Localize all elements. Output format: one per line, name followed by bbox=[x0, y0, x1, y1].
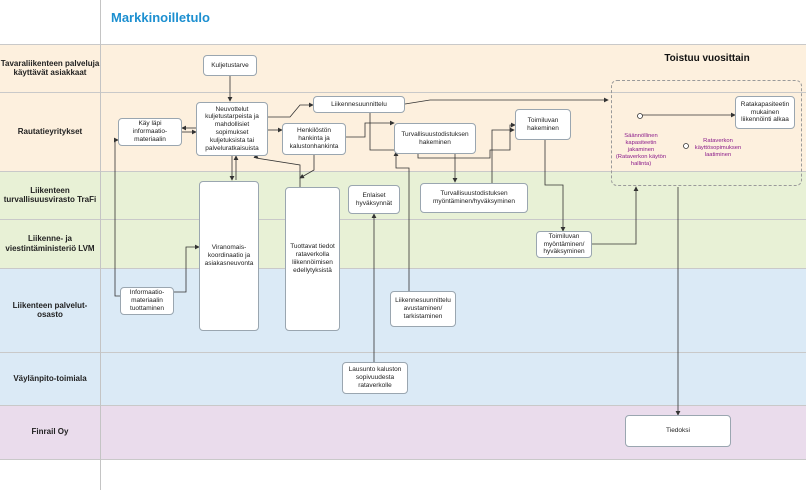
box-kuljetustarve[interactable]: Kuljetustarve bbox=[203, 55, 257, 76]
lane-customers bbox=[0, 44, 806, 93]
edge-informaatio-tuottaminen-informaatio bbox=[114, 137, 120, 297]
box-ratakapasiteetin[interactable]: Ratakapasiteetin mukainen liikennöinti a… bbox=[735, 96, 795, 129]
junction-b bbox=[683, 143, 689, 149]
recurring-group bbox=[611, 80, 802, 186]
lane-label-finrail: Finrail Oy bbox=[31, 427, 69, 437]
lane-divider bbox=[100, 0, 101, 490]
note-saannollinen: Säännöllinen kapasiteetin jakaminen (Rat… bbox=[615, 133, 667, 167]
box-henkilosto[interactable]: Henkilöstön hankinta ja kalustonhankinta bbox=[282, 123, 346, 155]
box-tiedoksi[interactable]: Tiedoksi bbox=[625, 415, 731, 447]
junction-a bbox=[637, 113, 643, 119]
box-toimiluvan-myontaminen[interactable]: Toimiluvan myöntäminen/ hyväksyminen bbox=[536, 231, 592, 258]
lane-label-customers: Tavaraliikenteen palveluja käyttävät asi… bbox=[0, 58, 100, 77]
edge-henkilosto-tuottavat bbox=[299, 155, 315, 179]
edge-henkilosto-turvallisuustodistus bbox=[346, 120, 395, 138]
edge-myontaminen-recurring bbox=[592, 186, 639, 245]
lane-label-vaylanpito: Väylänpito-toimiala bbox=[13, 373, 87, 383]
edge-informaatio-tuottaminen-viranomais bbox=[174, 244, 200, 293]
box-informaatio-tuottaminen[interactable]: Informaatio-materiaalin tuottaminen bbox=[120, 287, 174, 315]
box-enlaiset[interactable]: Enlaiset hyväksynnät bbox=[348, 185, 400, 214]
box-tuottavat[interactable]: Tuottavat tiedot rataverkolla liikennöim… bbox=[285, 187, 340, 331]
page-title: Markkinoilletulo bbox=[111, 10, 210, 25]
box-viranomais[interactable]: Viranomais-koordinaatio ja asiakasneuvon… bbox=[199, 181, 259, 331]
note-rataverkon: Rataverkon käyttösopimuksen laatiminen bbox=[694, 138, 742, 158]
box-lausunto[interactable]: Lausunto kaluston sopivuudesta rataverko… bbox=[342, 362, 408, 394]
box-informaatiomateriaali[interactable]: Käy läpi informaatio-materiaalin bbox=[118, 118, 182, 146]
box-toimiluvan-hakeminen[interactable]: Toimiluvan hakeminen bbox=[515, 109, 571, 140]
edge-tuottavat-henkilosto bbox=[253, 153, 301, 188]
recurring-title: Toistuu vuosittain bbox=[664, 53, 750, 64]
box-turvallisuustodistus-hakeminen[interactable]: Turvallisuustodistuksen hakeminen bbox=[394, 123, 476, 154]
edge-liikennesuunnittelu-ratakapasiteetti bbox=[404, 97, 609, 105]
lane-label-lvm: Liikenne- ja viestintäministeriö LVM bbox=[5, 234, 95, 253]
edge-myontaminen-toimiluvan bbox=[491, 127, 515, 183]
lane-label-trafi: Liikenteen turvallisuusvirasto TraFi bbox=[3, 185, 97, 204]
edge-liikennesuunnittelu-avustaminen bbox=[393, 151, 410, 291]
lane-bottom bbox=[0, 459, 806, 491]
lane-trafi bbox=[0, 171, 806, 220]
lane-lvm bbox=[0, 219, 806, 269]
box-neuvottelut[interactable]: Neuvottelut kuljetustarpeista ja mahdoll… bbox=[196, 102, 268, 156]
lane-label-liikenteen-palvelut: Liikenteen palvelut-osasto bbox=[12, 300, 88, 319]
edge-liikennesuunnittelu-down bbox=[369, 113, 516, 159]
lane-label-railway-companies: Rautatieyritykset bbox=[17, 126, 83, 136]
edge-toimiluvan-myontaminen bbox=[544, 140, 566, 232]
edge-neuvottelut-liikennesuunnittelu bbox=[268, 102, 314, 118]
box-turvallisuustodistus-myontaminen[interactable]: Turvallisuustodistuksen myöntäminen/hyvä… bbox=[420, 183, 528, 213]
box-liikennesuunnittelu-avustaminen[interactable]: Liikennesuunnittelu avustaminen/ tarkist… bbox=[390, 291, 456, 327]
box-liikennesuunnittelu[interactable]: Liikennesuunnittelu bbox=[313, 96, 405, 113]
